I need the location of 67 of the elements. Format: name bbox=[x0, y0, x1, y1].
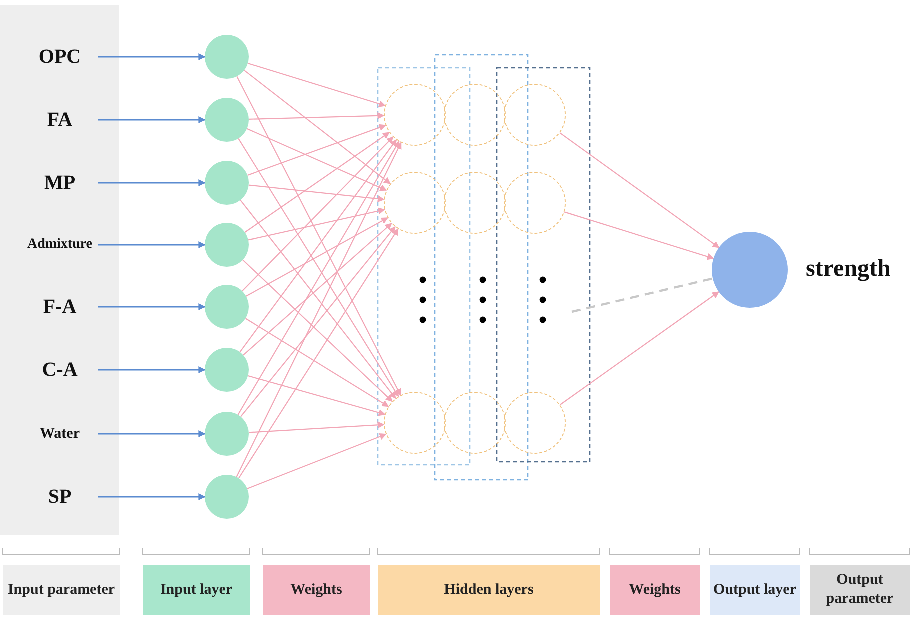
hidden-neuron-circle bbox=[504, 172, 566, 234]
arrow bbox=[244, 132, 390, 233]
arrow bbox=[236, 142, 402, 478]
legend-key: Input layer bbox=[143, 565, 250, 615]
arrow bbox=[564, 212, 714, 260]
legend-key: Output parameter bbox=[810, 565, 910, 615]
input-neuron-circle bbox=[205, 223, 249, 267]
parameter-label: FA bbox=[10, 104, 110, 136]
hidden-neuron-circle bbox=[444, 84, 506, 146]
arrow bbox=[248, 112, 385, 120]
arrow bbox=[98, 180, 206, 186]
input-neuron-circle bbox=[205, 348, 249, 392]
arrow bbox=[238, 228, 399, 479]
parameter-label: MP bbox=[10, 167, 110, 199]
input-neuron-circle bbox=[205, 412, 249, 456]
arrow bbox=[240, 139, 398, 353]
parameter-label: SP bbox=[10, 481, 110, 513]
arrow bbox=[98, 116, 206, 124]
arrow bbox=[98, 54, 206, 60]
input-neuron-circle bbox=[205, 161, 249, 205]
output-label: strength bbox=[806, 255, 891, 284]
parameter-label: F-A bbox=[10, 291, 110, 323]
arrow bbox=[560, 132, 720, 248]
hidden-neuron-circle bbox=[384, 172, 446, 234]
arrow bbox=[248, 375, 386, 416]
hidden-neuron-circle bbox=[384, 84, 446, 146]
legend-key: Output layer bbox=[710, 565, 800, 615]
arrow bbox=[244, 70, 392, 184]
parameter-label: C-A bbox=[10, 354, 110, 386]
legend-key: Weights bbox=[263, 565, 370, 615]
arrow bbox=[246, 218, 388, 297]
arrow bbox=[248, 62, 386, 108]
input-neuron-circle bbox=[205, 285, 249, 329]
arrow bbox=[98, 494, 206, 500]
arrow bbox=[240, 200, 396, 400]
arrow bbox=[248, 208, 386, 241]
arrow bbox=[242, 136, 394, 292]
legend-key: Input parameter bbox=[3, 565, 120, 615]
parameter-label: Admixture bbox=[10, 229, 110, 261]
arrow bbox=[248, 422, 385, 434]
arrow bbox=[242, 260, 393, 402]
hidden-neuron-circle bbox=[504, 84, 566, 146]
arrow bbox=[246, 128, 388, 192]
arrow bbox=[98, 366, 206, 374]
arrow bbox=[560, 292, 720, 406]
arrow bbox=[98, 242, 206, 248]
arrow bbox=[248, 124, 386, 176]
arrow bbox=[240, 226, 396, 418]
arrow bbox=[248, 184, 385, 203]
arrow bbox=[98, 430, 206, 438]
arrow bbox=[98, 304, 206, 310]
hidden-neuron-circle bbox=[504, 392, 566, 454]
hidden-neuron-circle bbox=[444, 392, 506, 454]
input-neuron-circle bbox=[205, 98, 249, 142]
parameter-label: Water bbox=[10, 418, 110, 450]
input-neuron-circle bbox=[205, 35, 249, 79]
arrow bbox=[236, 76, 402, 396]
legend-key: Weights bbox=[610, 565, 700, 615]
input-neuron-circle bbox=[205, 475, 249, 519]
hidden-neuron-circle bbox=[444, 172, 506, 234]
arrow bbox=[247, 433, 387, 490]
dashed-line bbox=[572, 278, 714, 314]
parameter-label: OPC bbox=[10, 41, 110, 73]
hidden-neuron-circle bbox=[384, 392, 446, 454]
arrow bbox=[245, 318, 390, 408]
legend-key: Hidden layers bbox=[378, 565, 600, 615]
arrow bbox=[243, 223, 392, 356]
